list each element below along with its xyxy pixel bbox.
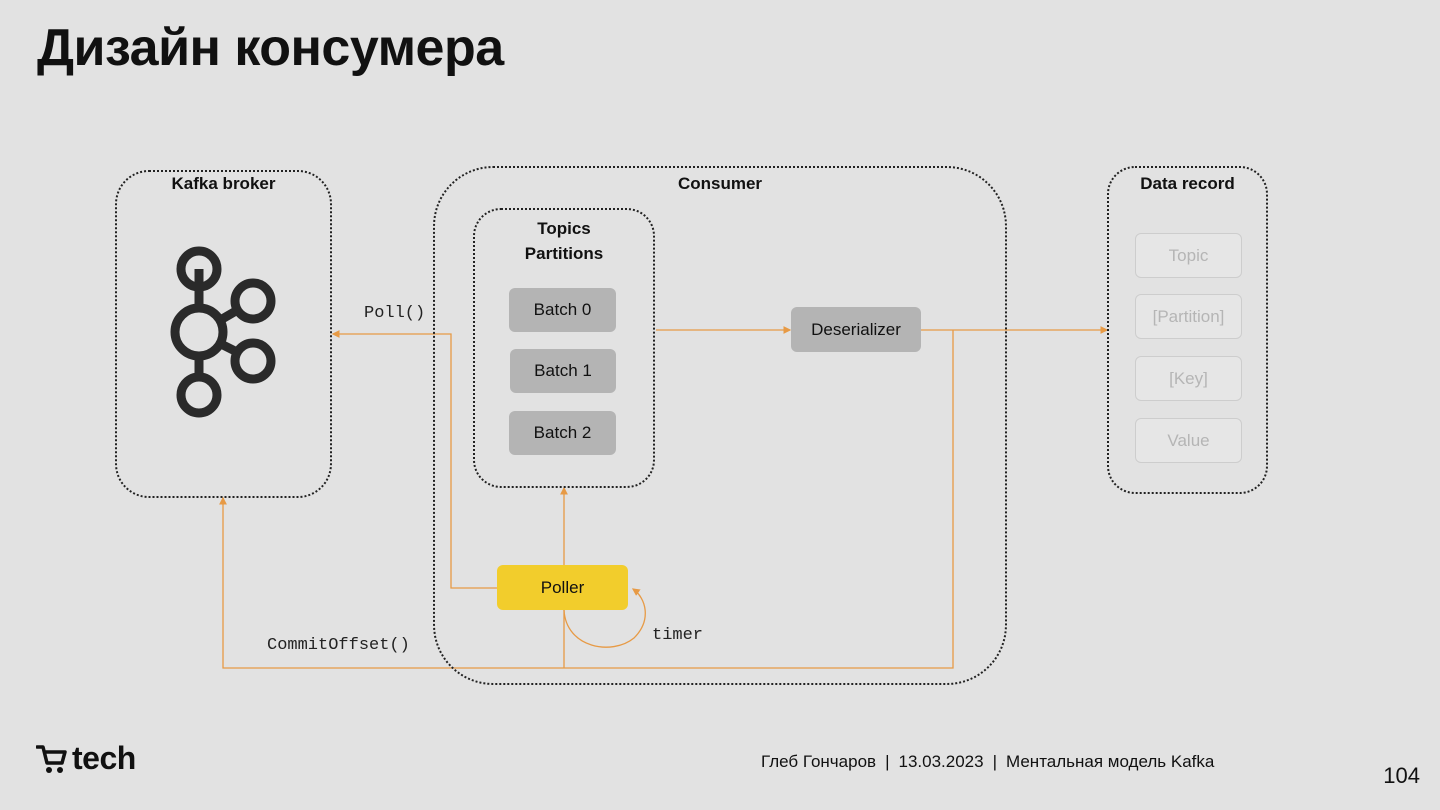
commit-offset-label: CommitOffset()	[267, 636, 410, 655]
poll-call-label: Poll()	[364, 304, 426, 323]
batch-1: Batch 1	[510, 349, 616, 393]
topics-partitions-group	[473, 208, 655, 488]
timer-label: timer	[652, 626, 704, 645]
footer-info: Глеб Гончаров | 13.03.2023 | Ментальная моде…	[761, 752, 1214, 772]
footer-separator: |	[992, 752, 997, 771]
record-field-value: Value	[1135, 418, 1242, 463]
topics-label: Topics	[537, 219, 591, 238]
record-field-key: [Key]	[1135, 356, 1242, 401]
footer-talk: Ментальная модель Kafka	[1006, 752, 1215, 771]
batch-0: Batch 0	[509, 288, 616, 332]
partitions-label: Partitions	[524, 244, 604, 263]
deserializer-box: Deserializer	[791, 307, 921, 352]
data-record-label: Data record	[1140, 174, 1235, 193]
kafka-logo-icon	[170, 246, 276, 418]
cart-icon	[36, 744, 67, 773]
timer-loop-arrow	[563, 588, 646, 648]
record-field-partition: [Partition]	[1135, 294, 1242, 339]
page-number: 104	[1383, 763, 1420, 788]
page-title: Дизайн консумера	[37, 19, 504, 77]
consumer-group	[433, 166, 1007, 685]
tech-logo: tech	[36, 740, 136, 777]
batch-2: Batch 2	[509, 411, 616, 455]
consumer-label: Consumer	[677, 174, 763, 193]
poller-box: Poller	[497, 565, 628, 610]
footer-author: Глеб Гончаров	[761, 752, 877, 771]
record-field-topic: Topic	[1135, 233, 1242, 278]
commit-arrow	[219, 330, 954, 669]
poll-arrow	[331, 330, 497, 589]
data-record-group	[1107, 166, 1268, 494]
logo-text: tech	[72, 740, 136, 776]
footer-separator: |	[885, 752, 890, 771]
kafka-broker-group	[115, 170, 332, 498]
footer-date: 13.03.2023	[898, 752, 984, 771]
kafka-broker-label: Kafka broker	[171, 174, 276, 193]
